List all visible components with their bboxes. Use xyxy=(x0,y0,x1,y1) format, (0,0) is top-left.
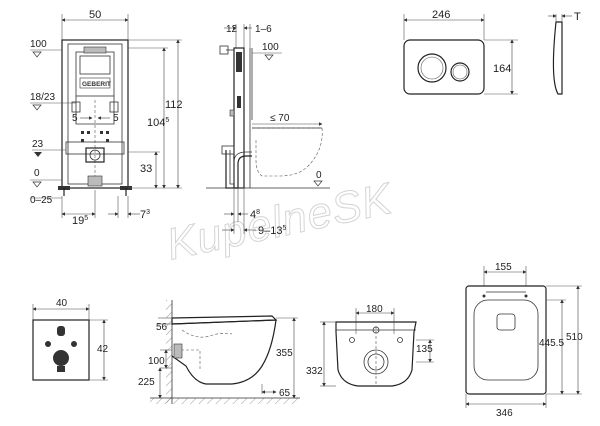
thickness-label: T xyxy=(574,11,581,23)
floor-range-label: 0–25 xyxy=(30,195,53,206)
toilet-side-355-label: 355 xyxy=(276,348,293,359)
toilet-side-225-label: 225 xyxy=(138,377,155,388)
side-dim-b-label: 9–135 xyxy=(258,225,286,237)
side-top-reference-label: 100 xyxy=(262,42,279,53)
offset-left-label: 5 xyxy=(72,113,78,124)
flush-button-large xyxy=(417,53,447,83)
frame-front-view: 50 GEBERIT 100 18/23 5 5 xyxy=(30,9,183,227)
flush-plate-height-label: 164 xyxy=(493,63,511,75)
wall-hatch xyxy=(166,300,172,404)
toilet-top-view: 155 510 445.5 346 xyxy=(465,262,583,419)
top-width-label: 346 xyxy=(496,408,513,419)
side-dim-b-sup: 5 xyxy=(282,225,286,232)
height-total-label: 112 xyxy=(165,99,183,111)
height-inner-label: 1045 xyxy=(147,117,169,129)
bottom-right-value: 7 xyxy=(140,209,146,221)
flush-button-small xyxy=(450,62,470,82)
side-dim-b-value: 9–13 xyxy=(258,225,282,237)
top-reference-label: 100 xyxy=(30,39,47,50)
top-length-partial-label: 445.5 xyxy=(539,338,564,349)
bottom-left-value: 19 xyxy=(72,215,84,227)
toilet-side-65-label: 65 xyxy=(279,388,291,399)
side-dim-a-value: 4 xyxy=(250,209,256,221)
toilet-bowl xyxy=(171,319,277,385)
floor-reference-label: 0 xyxy=(34,168,40,179)
height-inner-value: 104 xyxy=(147,117,165,129)
wall-plate xyxy=(32,319,90,381)
toilet-top-seat xyxy=(473,299,539,381)
toilet-front-body xyxy=(335,321,417,387)
floor-hatch xyxy=(150,398,300,404)
bottom-left-label: 195 xyxy=(72,215,88,227)
toilet-front-332-label: 332 xyxy=(306,366,323,377)
flush-plate-width-label: 246 xyxy=(432,9,450,21)
side-dim-a-label: 48 xyxy=(250,209,260,221)
toilet-side-56-label: 56 xyxy=(156,322,168,333)
frame-depth-label: 12 xyxy=(226,24,238,35)
side-floor-label: 0 xyxy=(316,170,322,181)
bottom-right-label: 73 xyxy=(140,209,150,221)
outlet-reference-label: 23 xyxy=(32,139,44,150)
side-dim-a-sup: 8 xyxy=(256,209,260,216)
frame-side-view: 12 1–6 100 ≤ 70 0 xyxy=(206,24,330,237)
hole-spacing-label: 155 xyxy=(495,262,512,273)
brand-text: GEBERIT xyxy=(82,81,111,88)
height-inner-sup: 5 xyxy=(165,117,169,124)
toilet-front-view: 180 135 332 xyxy=(306,304,434,387)
flush-height-label: 18/23 xyxy=(30,92,55,103)
toilet-side-view: 56 100 225 355 65 xyxy=(138,300,300,404)
bottom-left-sup: 5 xyxy=(84,215,88,222)
offset-right-label: 5 xyxy=(113,113,119,124)
wall-plate-width-label: 40 xyxy=(56,298,68,309)
wall-plate-height-label: 42 xyxy=(97,344,109,355)
frame-outline xyxy=(61,39,129,189)
toilet-top-outline xyxy=(465,285,547,395)
width-label: 50 xyxy=(89,9,101,21)
bowl-projection-label: ≤ 70 xyxy=(270,113,290,124)
wall-plate-view: 40 42 xyxy=(32,298,109,381)
flush-plate-side xyxy=(552,21,563,95)
toilet-front-135-label: 135 xyxy=(416,344,433,355)
toilet-side-100-label: 100 xyxy=(148,356,165,367)
wall-range-label: 1–6 xyxy=(255,24,272,35)
toilet-front-width-label: 180 xyxy=(366,304,383,315)
brand-plate xyxy=(79,77,111,89)
bottom-right-sup: 3 xyxy=(146,209,150,216)
flush-plate-view: 246 164 T xyxy=(403,9,581,95)
height-lower-label: 33 xyxy=(140,163,152,175)
drain-outlet xyxy=(85,147,105,163)
top-length-total-label: 510 xyxy=(566,332,583,343)
